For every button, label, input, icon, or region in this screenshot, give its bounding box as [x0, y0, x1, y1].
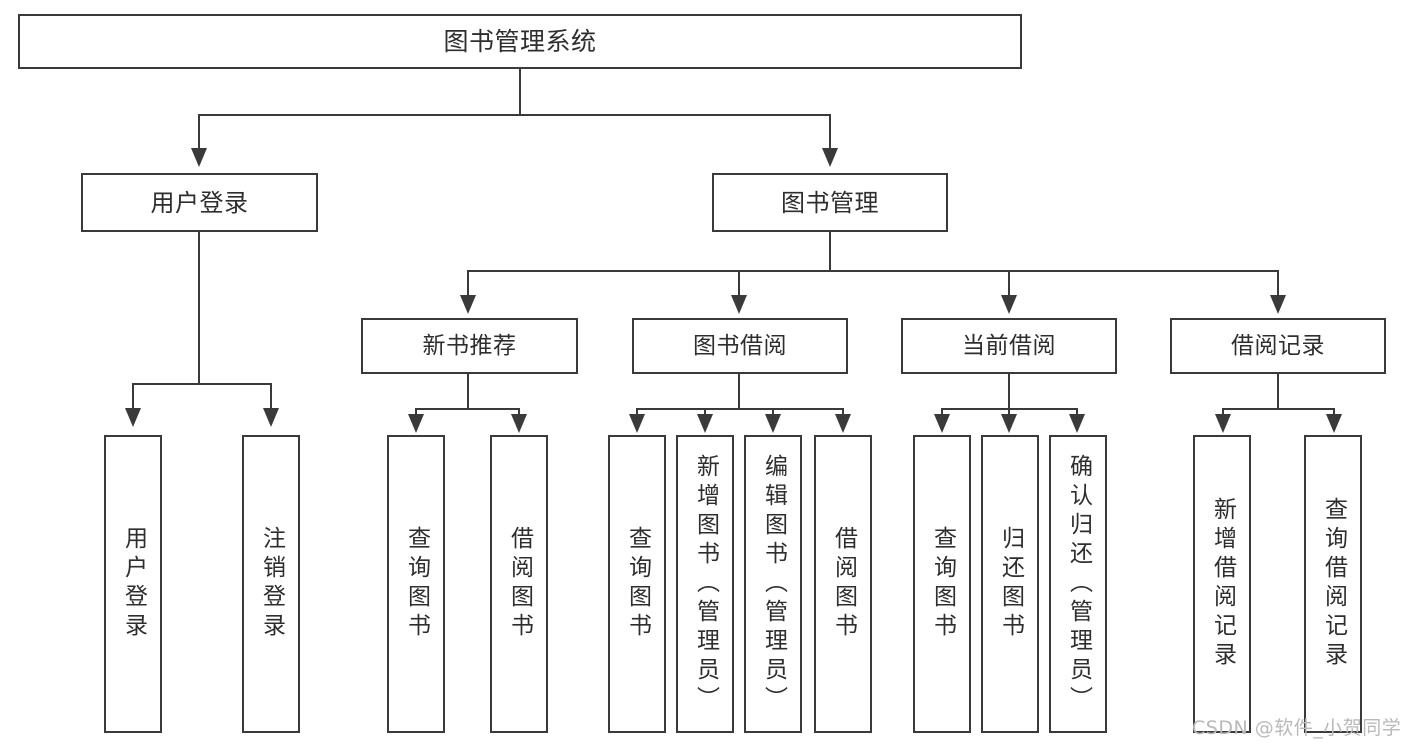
node-leaf-add-record-label: 新增借阅记录 — [1209, 497, 1236, 671]
connector-root-stem — [519, 69, 522, 115]
connector-drop-new-book-recommend — [467, 270, 470, 296]
connector-book-borrow-bus — [636, 408, 844, 411]
connector-borrow-record-bus — [1222, 408, 1335, 411]
node-leaf-add-book[interactable]: 新增图书（管理员） — [676, 435, 734, 733]
node-leaf-borrow-book-2[interactable]: 借阅图书 — [814, 435, 872, 733]
connector-borrow-record-stem — [1277, 374, 1280, 409]
node-leaf-logout[interactable]: 注销登录 — [242, 435, 300, 733]
connector-drop-current-borrow — [1008, 270, 1011, 296]
connector-drop-book-borrow — [738, 270, 741, 296]
node-leaf-confirm-return[interactable]: 确认归还（管理员） — [1049, 435, 1107, 733]
node-leaf-query-book-1[interactable]: 查询图书 — [387, 435, 445, 733]
connector-drop-leaf-borrow-book-2 — [842, 408, 845, 416]
arrowhead-leaf-query-book-2 — [629, 414, 645, 433]
node-new-book-recommend-label: 新书推荐 — [422, 332, 517, 359]
arrowhead-new-book-recommend — [460, 295, 476, 314]
node-leaf-return-book[interactable]: 归还图书 — [981, 435, 1039, 733]
connector-book-management-stem — [829, 232, 832, 271]
arrowhead-leaf-confirm-return — [1069, 414, 1085, 433]
arrowhead-leaf-query-book-3 — [934, 414, 950, 433]
node-user-login-label: 用户登录 — [150, 188, 249, 217]
node-leaf-query-book-2-label: 查询图书 — [624, 526, 651, 642]
connector-drop-borrow-record — [1277, 270, 1280, 296]
connector-user-login-stem — [198, 232, 201, 384]
arrowhead-leaf-query-book-1 — [408, 414, 424, 433]
node-leaf-query-record[interactable]: 查询借阅记录 — [1304, 435, 1362, 733]
connector-drop-leaf-borrow-book-1 — [518, 408, 521, 416]
node-book-borrow-label: 图书借阅 — [693, 332, 787, 359]
connector-level3-bus — [467, 270, 1279, 273]
connector-drop-user-login — [198, 114, 201, 150]
node-book-borrow[interactable]: 图书借阅 — [632, 318, 848, 374]
connector-drop-leaf-query-book-3 — [941, 408, 944, 416]
arrowhead-book-management — [822, 148, 838, 167]
connector-level2-bus — [198, 114, 831, 117]
node-leaf-borrow-book-2-label: 借阅图书 — [830, 526, 857, 642]
connector-drop-leaf-return-book — [1008, 408, 1011, 416]
arrowhead-leaf-return-book — [1001, 414, 1017, 433]
node-root-label: 图书管理系统 — [443, 27, 597, 56]
node-borrow-record[interactable]: 借阅记录 — [1170, 318, 1386, 374]
connector-drop-leaf-query-book-2 — [636, 408, 639, 416]
node-leaf-add-book-label: 新增图书（管理员） — [692, 453, 719, 715]
node-leaf-query-book-2[interactable]: 查询图书 — [608, 435, 666, 733]
node-current-borrow-label: 当前借阅 — [962, 332, 1056, 359]
node-current-borrow[interactable]: 当前借阅 — [901, 318, 1117, 374]
connector-user-login-bus — [132, 383, 272, 386]
arrowhead-borrow-record — [1270, 295, 1286, 314]
connector-drop-leaf-edit-book — [772, 408, 775, 416]
arrowhead-leaf-add-book — [697, 414, 713, 433]
connector-new-book-recommend-stem — [467, 374, 470, 409]
node-book-management-label: 图书管理 — [781, 188, 879, 217]
node-leaf-borrow-book-1-label: 借阅图书 — [506, 526, 533, 642]
connector-new-book-recommend-bus — [415, 408, 520, 411]
arrowhead-leaf-edit-book — [765, 414, 781, 433]
arrowhead-user-login — [191, 148, 207, 167]
connector-drop-leaf-query-book-1 — [415, 408, 418, 416]
arrowhead-leaf-logout — [263, 408, 279, 427]
arrowhead-leaf-query-record — [1326, 414, 1342, 433]
node-leaf-query-book-3[interactable]: 查询图书 — [913, 435, 971, 733]
arrowhead-leaf-user-login — [125, 408, 141, 427]
node-user-login[interactable]: 用户登录 — [81, 173, 318, 232]
node-leaf-confirm-return-label: 确认归还（管理员） — [1065, 453, 1092, 715]
connector-drop-leaf-logout — [270, 383, 273, 409]
connector-drop-leaf-add-record — [1222, 408, 1225, 416]
connector-drop-leaf-add-book — [704, 408, 707, 416]
arrowhead-leaf-borrow-book-2 — [835, 414, 851, 433]
node-leaf-edit-book[interactable]: 编辑图书（管理员） — [744, 435, 802, 733]
node-leaf-query-book-1-label: 查询图书 — [403, 526, 430, 642]
node-leaf-user-login-label: 用户登录 — [120, 526, 147, 642]
node-leaf-edit-book-label: 编辑图书（管理员） — [760, 453, 787, 715]
arrowhead-current-borrow — [1001, 295, 1017, 314]
connector-current-borrow-stem — [1008, 374, 1011, 409]
node-leaf-logout-label: 注销登录 — [258, 526, 285, 642]
node-leaf-add-record[interactable]: 新增借阅记录 — [1193, 435, 1251, 733]
node-leaf-return-book-label: 归还图书 — [997, 526, 1024, 642]
connector-drop-book-management — [829, 114, 832, 150]
connector-drop-leaf-confirm-return — [1076, 408, 1079, 416]
arrowhead-book-borrow — [731, 295, 747, 314]
connector-drop-leaf-query-record — [1333, 408, 1336, 416]
node-book-management[interactable]: 图书管理 — [712, 173, 948, 232]
node-leaf-query-book-3-label: 查询图书 — [929, 526, 956, 642]
connector-drop-leaf-user-login — [132, 383, 135, 409]
node-new-book-recommend[interactable]: 新书推荐 — [361, 318, 578, 374]
node-root[interactable]: 图书管理系统 — [18, 14, 1022, 69]
node-borrow-record-label: 借阅记录 — [1231, 332, 1325, 359]
node-leaf-user-login[interactable]: 用户登录 — [104, 435, 162, 733]
connector-book-borrow-stem — [738, 374, 741, 409]
arrowhead-leaf-borrow-book-1 — [511, 414, 527, 433]
arrowhead-leaf-add-record — [1215, 414, 1231, 433]
node-leaf-borrow-book-1[interactable]: 借阅图书 — [490, 435, 548, 733]
node-leaf-query-record-label: 查询借阅记录 — [1320, 497, 1347, 671]
